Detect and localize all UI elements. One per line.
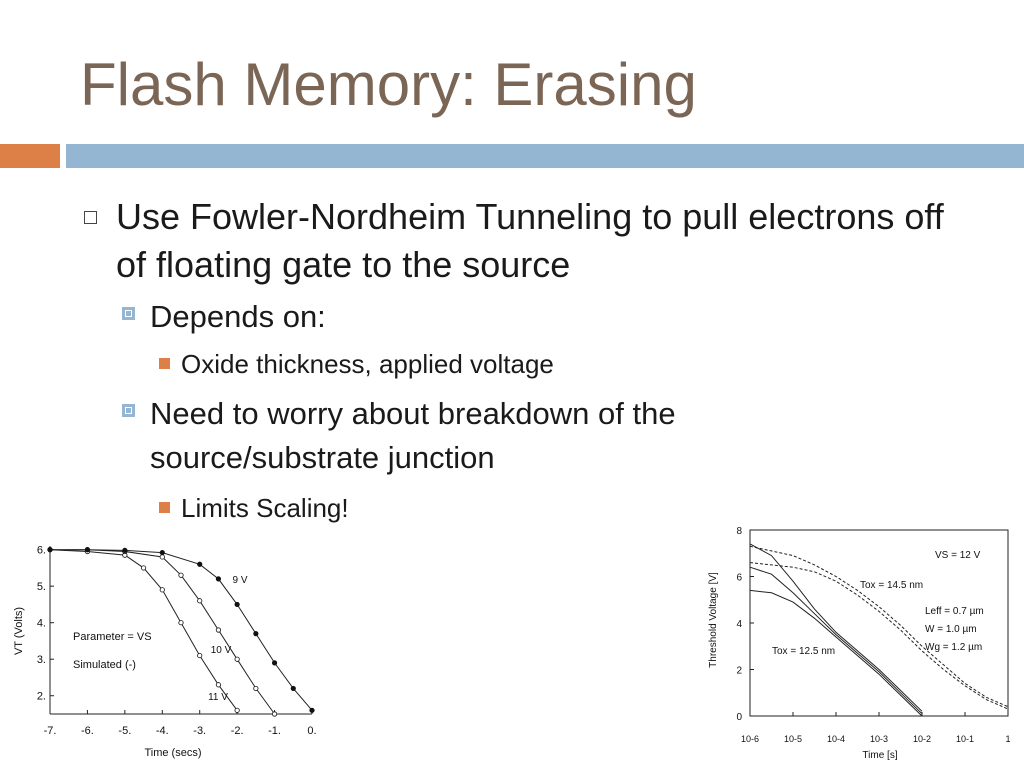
data-point xyxy=(140,565,147,571)
annotation: Tox = 12.5 nm xyxy=(772,646,835,657)
x-tick-label: 10-4 xyxy=(827,734,845,744)
series-line xyxy=(50,549,276,715)
y-tick-label: 3. xyxy=(37,654,46,666)
data-point xyxy=(215,682,222,688)
data-point xyxy=(47,547,53,553)
annotation: Tox = 14.5 nm xyxy=(860,580,923,591)
y-tick-label: 4. xyxy=(37,618,46,630)
y-tick-label: 6 xyxy=(736,573,742,584)
data-point xyxy=(159,554,165,560)
annotation: Parameter = VS xyxy=(73,631,152,643)
data-point xyxy=(290,685,296,692)
bullet-text: Depends on: xyxy=(150,299,326,334)
bullet-text: Oxide thickness, applied voltage xyxy=(181,349,554,379)
data-point xyxy=(271,660,278,666)
annotation: Simulated (-) xyxy=(73,659,136,671)
y-tick-label: 6. xyxy=(37,545,46,557)
series-line xyxy=(749,562,1009,710)
slide-title: Flash Memory: Erasing xyxy=(80,51,697,118)
x-axis-label: Time [s] xyxy=(862,750,897,761)
data-point xyxy=(197,652,203,659)
bullet-text: Use Fowler-Nordheim Tunneling to pull el… xyxy=(116,196,944,285)
data-point xyxy=(178,620,184,626)
y-tick-label: 0 xyxy=(736,712,742,723)
data-point xyxy=(234,656,240,662)
data-point xyxy=(197,598,203,604)
y-tick-label: 2. xyxy=(37,691,46,703)
y-tick-label: 2 xyxy=(736,666,742,677)
x-tick-label: 10-6 xyxy=(741,734,759,744)
series-label: 10 V xyxy=(211,645,232,656)
annotation: Leff = 0.7 µm xyxy=(925,606,984,617)
x-tick-label: -7. xyxy=(44,725,57,737)
annotation: Wg = 1.2 µm xyxy=(925,642,982,653)
x-tick-label: -6. xyxy=(81,725,94,737)
blue-square-bullet-icon xyxy=(122,404,135,417)
x-axis-label: Time (secs) xyxy=(144,747,201,759)
series-line xyxy=(749,566,923,715)
data-point xyxy=(197,561,203,567)
data-point xyxy=(309,707,315,713)
data-point xyxy=(253,631,259,637)
series-line xyxy=(49,549,238,711)
annotation: VS = 12 V xyxy=(935,550,981,561)
series-line xyxy=(749,589,923,717)
x-tick-label: -3. xyxy=(193,725,206,737)
x-tick-label: 10-1 xyxy=(956,734,974,744)
x-tick-label: 10-3 xyxy=(870,734,888,744)
orange-square-bullet-icon xyxy=(159,358,170,369)
data-point xyxy=(159,587,165,593)
x-tick-label: -2. xyxy=(231,725,244,737)
x-tick-label: -5. xyxy=(118,725,131,737)
x-tick-label: 1 xyxy=(1005,734,1010,744)
hollow-square-bullet-icon xyxy=(84,211,97,224)
blue-square-bullet-icon xyxy=(122,307,135,320)
accent-bar-orange xyxy=(0,144,60,168)
x-tick-label: -4. xyxy=(156,725,169,737)
y-axis-label: VT (Volts) xyxy=(13,607,25,655)
y-tick-label: 4 xyxy=(736,619,742,630)
data-point xyxy=(159,549,165,556)
y-axis-label: Threshold Voltage [V] xyxy=(708,572,719,668)
bullet-text: Need to worry about breakdown of the sou… xyxy=(150,396,676,475)
data-point xyxy=(253,685,259,692)
x-tick-label: 10-5 xyxy=(784,734,802,744)
data-point xyxy=(271,711,278,717)
series-label: 11 V xyxy=(208,692,228,703)
y-tick-label: 5. xyxy=(37,581,46,593)
orange-square-bullet-icon xyxy=(159,502,170,513)
series-label: 9 V xyxy=(232,575,247,586)
y-tick-label: 8 xyxy=(736,526,742,537)
series-line xyxy=(749,543,923,712)
bullet-text: Limits Scaling! xyxy=(181,493,349,523)
vt-vs-time-chart: 2. 3. 4. 5. 6. -7. -6. -5. -4. -3. -2. -1. 0. Time (s… xyxy=(13,545,317,759)
data-point xyxy=(234,601,240,608)
annotation: W = 1.0 µm xyxy=(925,624,977,635)
data-point xyxy=(178,572,184,578)
data-point xyxy=(234,707,240,713)
data-point xyxy=(84,547,91,553)
x-tick-label: 10-2 xyxy=(913,734,931,744)
data-point xyxy=(215,627,222,633)
x-tick-label: 0. xyxy=(307,725,316,737)
accent-bar-blue xyxy=(66,144,1024,168)
x-tick-label: -1. xyxy=(268,725,281,737)
data-point xyxy=(122,547,128,553)
data-point xyxy=(215,576,222,582)
